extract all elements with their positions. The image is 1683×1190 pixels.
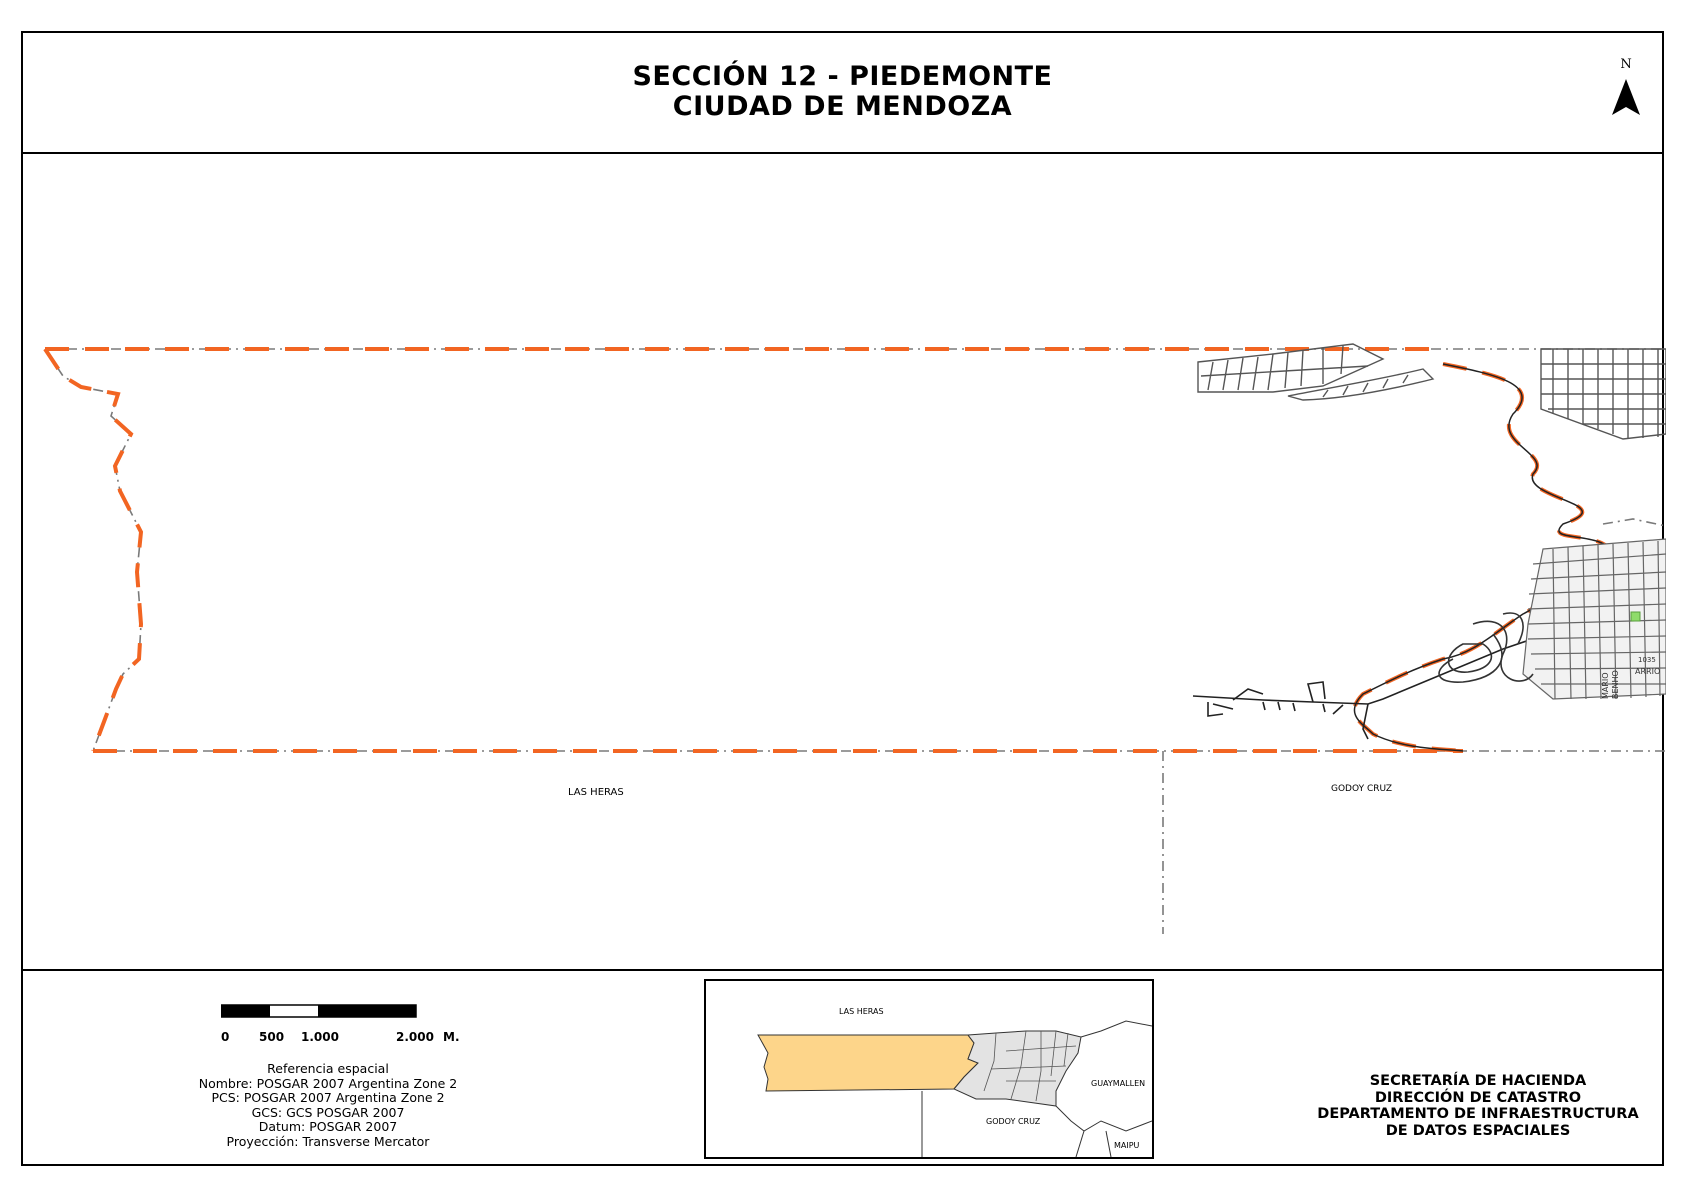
north-arrow: N <box>1606 57 1646 127</box>
department-boundary <box>44 348 1666 934</box>
spatial-reference-pcs: PCS: POSGAR 2007 Argentina Zone 2 <box>211 1090 445 1105</box>
spatial-reference-projection: Proyección: Transverse Mercator <box>226 1133 430 1149</box>
agency-line-3: DEPARTAMENTO DE INFRAESTRUCTURA <box>1317 1106 1639 1122</box>
inset-section-12 <box>757 1034 979 1092</box>
inset-city-area <box>953 1030 1082 1107</box>
northern-urban-blocks <box>1197 343 1435 401</box>
inset-canvas <box>757 1020 1152 1157</box>
agency-line-4: DE DATOS ESPACIALES <box>1385 1122 1571 1139</box>
scale-label-0: 0 <box>221 1030 230 1044</box>
scale-unit: M. <box>443 1030 460 1044</box>
street-label: 1035 <box>1638 656 1656 664</box>
map-title: SECCIÓN 12 - PIEDEMONTE <box>632 61 1053 92</box>
north-arrow-icon <box>1612 79 1640 115</box>
map-header: SECCIÓN 12 - PIEDEMONTE CIUDAD DE MENDOZ… <box>23 33 1662 154</box>
map-canvas: MARIO BENHO ARRIO 1035 <box>43 343 1666 934</box>
inset-label-las-heras: LAS HERAS <box>839 1007 884 1016</box>
inset-label-guaymallen: GUAYMALLEN <box>1091 1079 1146 1088</box>
street-label: MARIO <box>1601 672 1610 699</box>
inset-section-lines <box>983 1030 1077 1102</box>
spatial-reference-datum: Datum: POSGAR 2007 <box>258 1119 398 1134</box>
scale-label-1000: 1.000 <box>301 1030 339 1044</box>
inset-label-godoy-cruz: GODOY CRUZ <box>986 1117 1041 1126</box>
scale-label-500: 500 <box>259 1030 285 1044</box>
spatial-reference-gcs: GCS: GCS POSGAR 2007 <box>251 1104 405 1120</box>
scale-bar-graphic <box>221 1004 417 1018</box>
northeast-urban-grid <box>1540 348 1666 440</box>
agency-credits: SECRETARÍA DE HACIENDA DIRECCIÓN DE CATA… <box>1293 1073 1663 1139</box>
godoy-cruz-label: GODOY CRUZ <box>1331 784 1393 794</box>
park-square <box>1630 611 1641 622</box>
street-label: BENHO <box>1611 670 1620 699</box>
las-heras-label: LAS HERAS <box>568 787 624 798</box>
location-inset-map: LAS HERAS GUAYMALLEN GODOY CRUZ MAIPU <box>704 979 1154 1159</box>
scale-label-2000: 2.000 <box>396 1030 434 1044</box>
map-sheet-frame: SECCIÓN 12 - PIEDEMONTE CIUDAD DE MENDOZ… <box>21 31 1666 1166</box>
spatial-reference: Referencia espacial Nombre: POSGAR 2007 … <box>183 1061 473 1149</box>
spatial-reference-title: Referencia espacial <box>267 1061 389 1076</box>
spatial-reference-name: Nombre: POSGAR 2007 Argentina Zone 2 <box>198 1075 458 1091</box>
north-label: N <box>1620 57 1632 72</box>
map-footer: 0 500 1.000 2.000 M. Referencia espacial… <box>23 969 1662 1166</box>
agency-line-1: SECRETARÍA DE HACIENDA <box>1369 1073 1587 1089</box>
inset-department-lines <box>921 1020 1152 1157</box>
section-12-boundary <box>43 347 1615 753</box>
street-label: ARRIO <box>1635 667 1660 676</box>
inset-label-maipu: MAIPU <box>1114 1141 1140 1150</box>
map-area[interactable]: MARIO BENHO ARRIO 1035 LAS HERAS GODOY C… <box>23 154 1666 969</box>
scale-bar: 0 500 1.000 2.000 M. <box>221 1000 481 1050</box>
map-subtitle: CIUDAD DE MENDOZA <box>672 91 1013 122</box>
southeast-urban-area <box>1438 538 1666 700</box>
agency-line-2: DIRECCIÓN DE CATASTRO <box>1374 1089 1582 1106</box>
